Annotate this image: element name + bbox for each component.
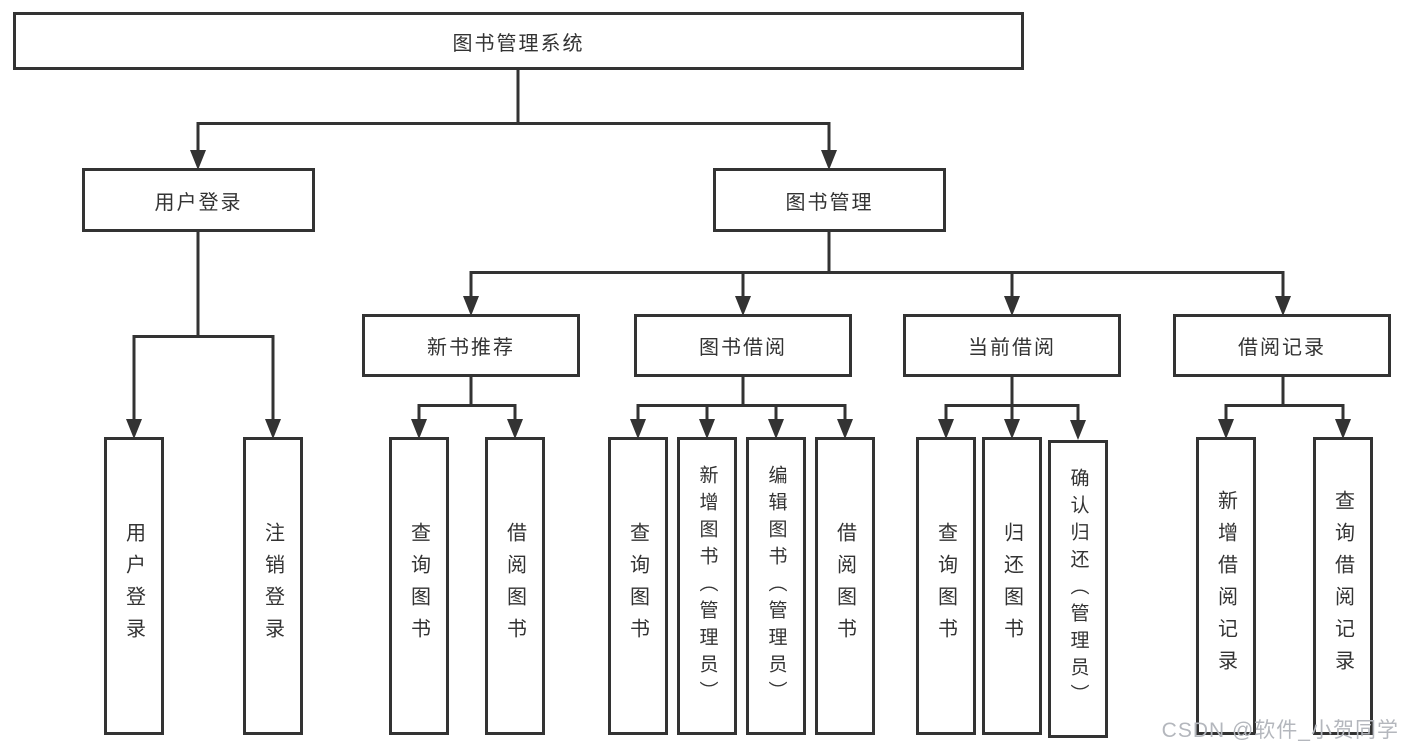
node-book-borrowing: 图书借阅	[634, 314, 852, 377]
arrowhead-down-icon	[411, 419, 427, 439]
arrowhead-down-icon	[265, 419, 281, 439]
leaf-edit-books-admin: 编辑图书（管理员）	[746, 437, 806, 735]
node-user-login: 用户登录	[82, 168, 315, 232]
leaf-label: 查询借阅记录	[1331, 490, 1354, 682]
arrowhead-down-icon	[1335, 419, 1351, 439]
arrowhead-down-icon	[630, 419, 646, 439]
connector-root-bus	[196, 122, 831, 152]
leaf-label: 编辑图书（管理员）	[765, 464, 787, 708]
node-label: 图书借阅	[699, 337, 787, 359]
leaf-label: 用户登录	[122, 522, 145, 650]
arrowhead-down-icon	[1275, 296, 1291, 316]
leaf-logout: 注销登录	[243, 437, 303, 735]
leaf-label: 查询图书	[934, 522, 957, 650]
connector-lines	[132, 70, 1345, 420]
arrowhead-down-icon	[126, 419, 142, 439]
leaf-user-login: 用户登录	[104, 437, 164, 735]
node-label: 用户登录	[154, 191, 243, 214]
arrowhead-down-icon	[1070, 420, 1086, 440]
arrowhead-down-icon	[938, 419, 954, 439]
arrowhead-down-icon	[463, 296, 479, 316]
leaf-add-books-admin: 新增图书（管理员）	[677, 437, 737, 735]
leaf-query-books: 查询图书	[389, 437, 449, 735]
arrowhead-down-icon	[1004, 419, 1020, 439]
arrowhead-down-icon	[507, 419, 523, 439]
connector-new-book-bus	[417, 404, 517, 420]
arrowhead-down-icon	[190, 150, 206, 170]
leaf-label: 借阅图书	[833, 522, 856, 650]
connector-user-login-bus	[132, 335, 275, 420]
leaf-return-books: 归还图书	[982, 437, 1042, 735]
leaf-query-books: 查询图书	[916, 437, 976, 735]
node-label: 图书管理系统	[452, 32, 585, 55]
leaf-borrow-books: 借阅图书	[815, 437, 875, 735]
leaf-label: 新增借阅记录	[1214, 490, 1237, 682]
leaf-query-books: 查询图书	[608, 437, 668, 735]
leaf-query-borrow-record: 查询借阅记录	[1313, 437, 1373, 735]
node-borrowing-records: 借阅记录	[1173, 314, 1391, 377]
arrowhead-down-icon	[837, 419, 853, 439]
leaf-borrow-books: 借阅图书	[485, 437, 545, 735]
arrowhead-down-icon	[768, 419, 784, 439]
node-label: 新书推荐	[427, 337, 515, 359]
arrowhead-down-icon	[1218, 419, 1234, 439]
leaf-label: 借阅图书	[503, 522, 526, 650]
connector-book-mgmt-bus	[469, 271, 1285, 297]
node-new-book-recommendation: 新书推荐	[362, 314, 580, 377]
connector-borrow-records-bus	[1224, 404, 1345, 420]
leaf-label: 新增图书（管理员）	[696, 464, 718, 708]
node-label: 图书管理	[785, 191, 874, 214]
leaf-confirm-return-admin: 确认归还（管理员）	[1048, 440, 1108, 738]
csdn-watermark: CSDN @软件_小贺同学	[1161, 719, 1399, 742]
arrowhead-down-icon	[699, 419, 715, 439]
node-label: 当前借阅	[968, 337, 1056, 359]
arrowhead-down-icon	[1004, 296, 1020, 316]
leaf-label: 确认归还（管理员）	[1067, 467, 1089, 711]
node-book-management: 图书管理	[713, 168, 946, 232]
leaf-label: 注销登录	[261, 522, 284, 650]
leaf-label: 归还图书	[1000, 522, 1023, 650]
leaf-add-borrow-record: 新增借阅记录	[1196, 437, 1256, 735]
leaf-label: 查询图书	[626, 522, 649, 650]
arrowhead-down-icon	[735, 296, 751, 316]
node-label: 借阅记录	[1238, 337, 1326, 359]
node-library-management-system: 图书管理系统	[13, 12, 1024, 70]
connector-book-borrow-bus	[636, 404, 847, 420]
leaf-label: 查询图书	[407, 522, 430, 650]
node-current-borrowing: 当前借阅	[903, 314, 1121, 377]
arrowhead-down-icon	[821, 150, 837, 170]
arrowheads	[126, 150, 1351, 440]
